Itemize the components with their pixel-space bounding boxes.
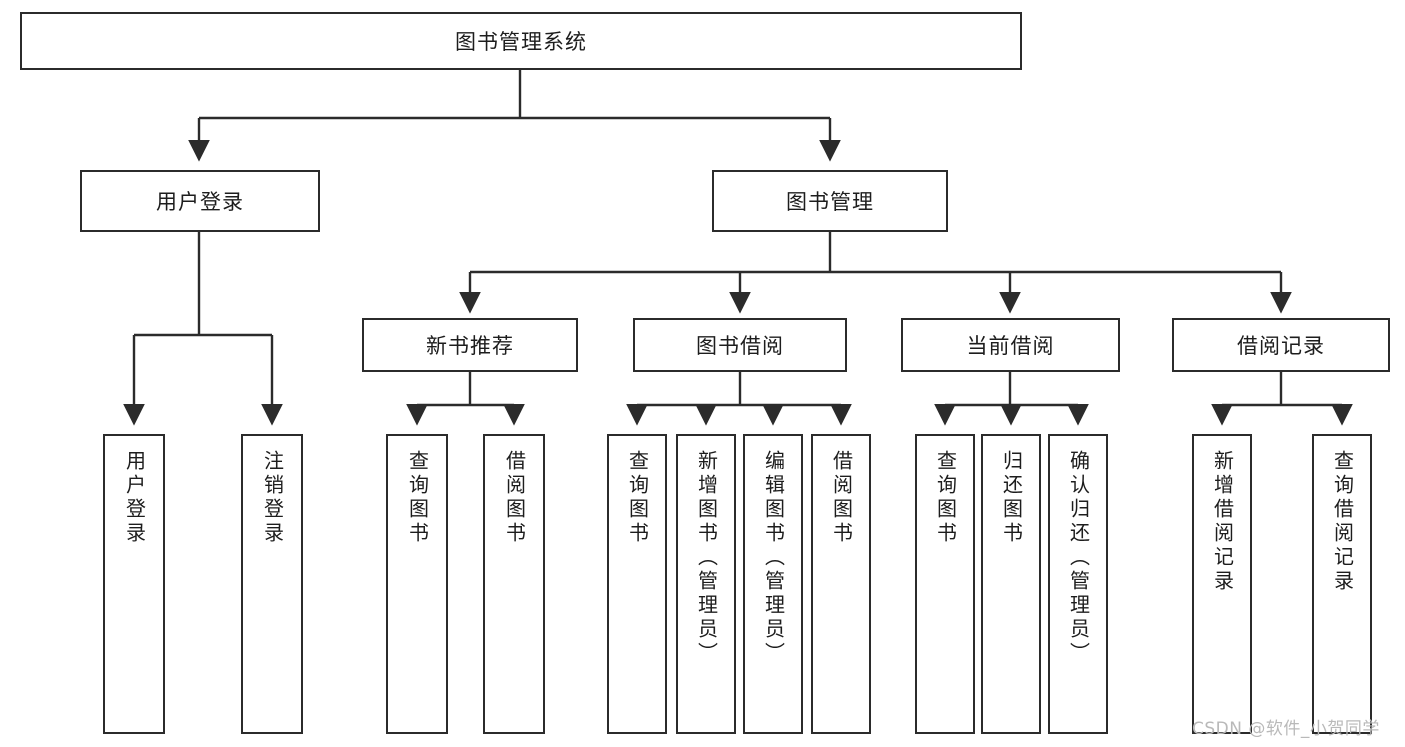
node-current-borrow[interactable]: 当前借阅: [901, 318, 1120, 372]
node-book-management[interactable]: 图书管理: [712, 170, 948, 232]
node-leaf-logout-label: 注销登录: [260, 450, 285, 546]
node-leaf-add-book-admin-label: 新增图书（管理员）: [694, 450, 719, 666]
node-leaf-current-query-book-label: 查询图书: [933, 450, 958, 546]
node-user-login-label: 用户登录: [156, 190, 244, 214]
node-leaf-confirm-return-admin-label: 确认归还（管理员）: [1066, 450, 1091, 666]
node-leaf-recommend-borrow-book[interactable]: 借阅图书: [483, 434, 545, 734]
node-leaf-borrow-book-label: 借阅图书: [829, 450, 854, 546]
node-new-book-recommend[interactable]: 新书推荐: [362, 318, 578, 372]
node-leaf-borrow-book[interactable]: 借阅图书: [811, 434, 871, 734]
node-leaf-recommend-query-book-label: 查询图书: [405, 450, 430, 546]
node-leaf-user-login-label: 用户登录: [122, 450, 147, 546]
node-leaf-add-book-admin[interactable]: 新增图书（管理员）: [676, 434, 736, 734]
node-leaf-return-book[interactable]: 归还图书: [981, 434, 1041, 734]
node-leaf-return-book-label: 归还图书: [999, 450, 1024, 546]
node-leaf-borrow-query-book[interactable]: 查询图书: [607, 434, 667, 734]
node-leaf-confirm-return-admin[interactable]: 确认归还（管理员）: [1048, 434, 1108, 734]
node-root-label: 图书管理系统: [455, 30, 587, 54]
node-leaf-logout[interactable]: 注销登录: [241, 434, 303, 734]
node-root[interactable]: 图书管理系统: [20, 12, 1022, 70]
node-leaf-add-borrow-record-label: 新增借阅记录: [1210, 450, 1235, 594]
node-current-borrow-label: 当前借阅: [966, 334, 1055, 358]
node-new-book-recommend-label: 新书推荐: [426, 334, 514, 358]
node-leaf-recommend-query-book[interactable]: 查询图书: [386, 434, 448, 734]
node-leaf-edit-book-admin[interactable]: 编辑图书（管理员）: [743, 434, 803, 734]
node-book-borrow-label: 图书借阅: [696, 334, 784, 358]
node-leaf-edit-book-admin-label: 编辑图书（管理员）: [761, 450, 786, 666]
node-leaf-user-login[interactable]: 用户登录: [103, 434, 165, 734]
node-leaf-current-query-book[interactable]: 查询图书: [915, 434, 975, 734]
node-leaf-query-borrow-record-label: 查询借阅记录: [1330, 450, 1355, 594]
node-borrow-records[interactable]: 借阅记录: [1172, 318, 1390, 372]
node-leaf-recommend-borrow-book-label: 借阅图书: [502, 450, 527, 546]
node-borrow-records-label: 借阅记录: [1237, 334, 1325, 358]
node-user-login[interactable]: 用户登录: [80, 170, 320, 232]
node-leaf-add-borrow-record[interactable]: 新增借阅记录: [1192, 434, 1252, 734]
csdn-watermark: CSDN @软件_小贺同学: [1192, 719, 1380, 739]
node-leaf-query-borrow-record[interactable]: 查询借阅记录: [1312, 434, 1372, 734]
node-book-borrow[interactable]: 图书借阅: [633, 318, 847, 372]
node-book-management-label: 图书管理: [786, 190, 874, 214]
node-leaf-borrow-query-book-label: 查询图书: [625, 450, 650, 546]
